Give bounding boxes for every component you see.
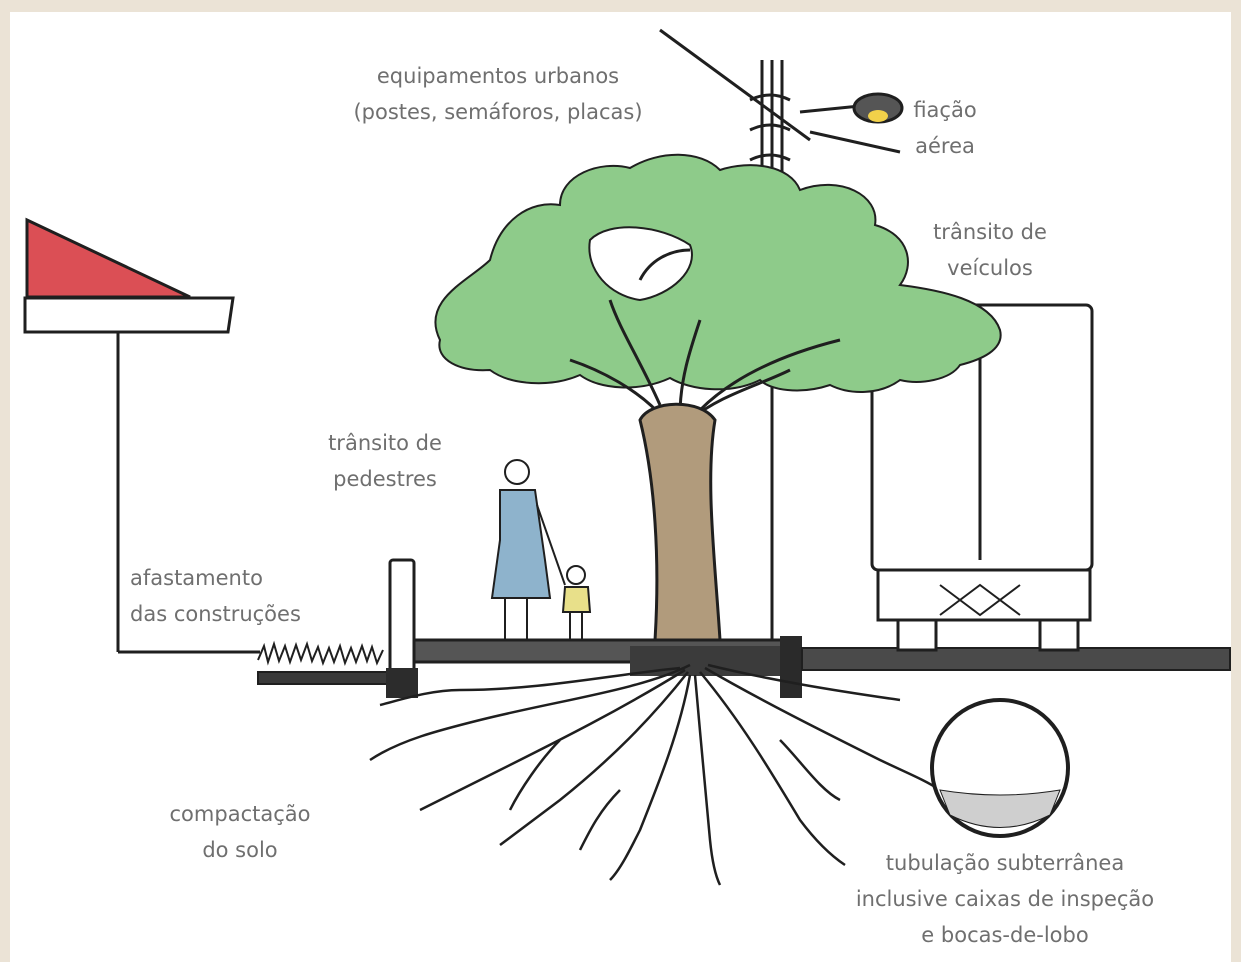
label-fiacao-aerea: fiação aérea xyxy=(900,92,990,164)
pedestrian-child xyxy=(561,565,592,640)
grass-tufts xyxy=(257,640,389,685)
label-afastamento-line-2: das construções xyxy=(130,602,301,626)
underground-pipe xyxy=(930,698,1070,838)
label-equipamentos-line-2: (postes, semáforos, placas) xyxy=(353,100,643,124)
house-eave xyxy=(23,296,235,334)
road-surface xyxy=(801,647,1231,671)
label-tubulacao: tubulação subterrânea inclusive caixas d… xyxy=(820,845,1190,953)
canopy-gap xyxy=(588,226,693,302)
tree-canopy xyxy=(434,153,1002,393)
label-pedestres-line-2: pedestres xyxy=(333,467,437,491)
pedestrian-woman xyxy=(490,459,566,640)
label-afastamento: afastamento das construções xyxy=(130,560,340,632)
label-fiacao-line-1: fiação xyxy=(913,98,977,122)
label-pedestres-line-1: trânsito de xyxy=(328,431,442,455)
house-drawing xyxy=(23,217,260,654)
label-fiacao-line-2: aérea xyxy=(915,134,975,158)
label-tubulacao-line-1: tubulação subterrânea xyxy=(885,851,1125,875)
label-veiculos-line-1: trânsito de xyxy=(933,220,1047,244)
curb-base xyxy=(386,668,418,698)
label-equipamentos-urbanos: equipamentos urbanos (postes, semáforos,… xyxy=(318,58,678,130)
label-afastamento-line-1: afastamento xyxy=(130,566,263,590)
label-tubulacao-line-3: e bocas-de-lobo xyxy=(921,923,1089,947)
tree-roots xyxy=(369,663,941,886)
label-transito-veiculos: trânsito de veículos xyxy=(915,214,1065,286)
label-tubulacao-line-2: inclusive caixas de inspeção xyxy=(855,887,1155,911)
label-compactacao: compactação do solo xyxy=(150,796,330,868)
tree-pit-curb xyxy=(780,636,802,698)
curb-post xyxy=(388,558,416,682)
label-compactacao-line-1: compactação xyxy=(169,802,311,826)
street-lamp-bulb xyxy=(868,110,888,122)
label-compactacao-line-2: do solo xyxy=(202,838,278,862)
tree-trunk xyxy=(638,402,722,642)
house-roof xyxy=(25,217,191,299)
label-transito-pedestres: trânsito de pedestres xyxy=(310,425,460,497)
label-equipamentos-line-1: equipamentos urbanos xyxy=(376,64,620,88)
label-veiculos-line-2: veículos xyxy=(947,256,1033,280)
